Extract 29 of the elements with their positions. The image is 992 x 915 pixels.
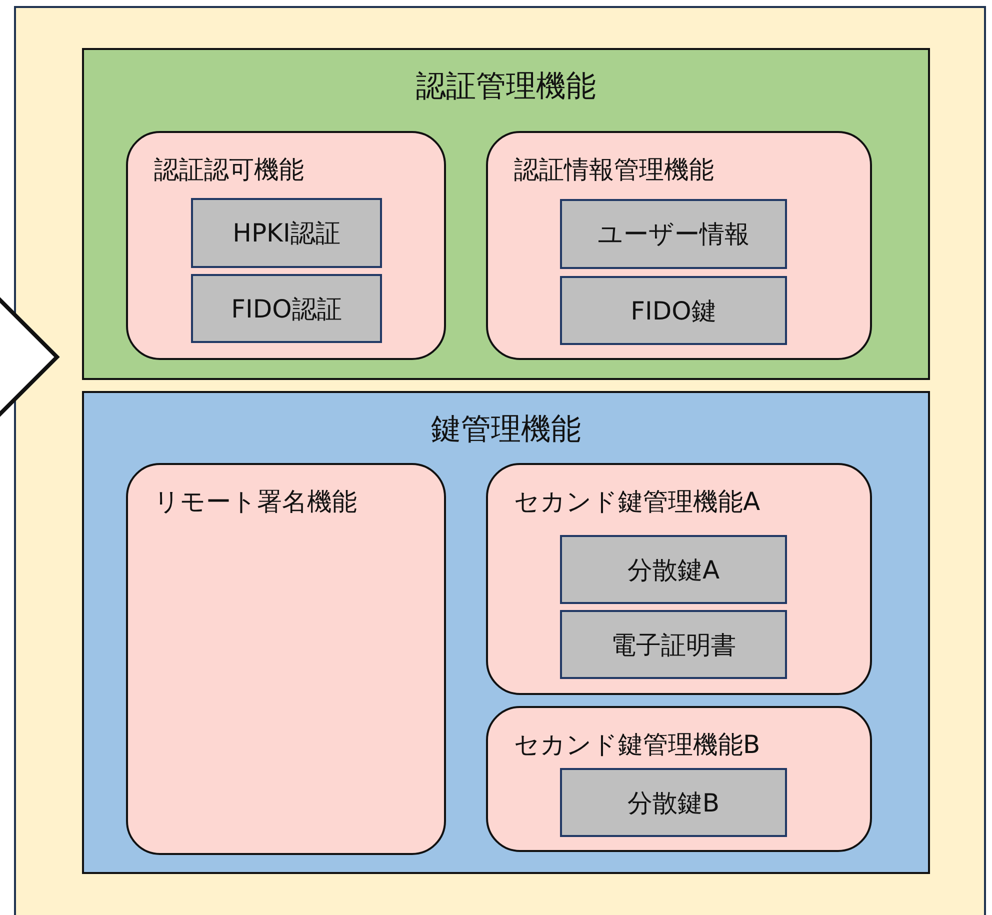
item-box — [191, 198, 382, 268]
item-label: FIDO認証 — [230, 293, 343, 325]
heading: 認証情報管理機能 — [514, 154, 714, 186]
item-box — [560, 276, 787, 345]
outer-frame — [14, 6, 986, 915]
item-box — [191, 274, 382, 343]
item-label: HPKI認証 — [232, 218, 342, 250]
heading: セカンド鍵管理機能B — [514, 729, 760, 761]
heading: セカンド鍵管理機能A — [514, 486, 760, 518]
function-box — [486, 131, 872, 360]
function-box — [486, 706, 872, 852]
function-box — [126, 463, 446, 855]
item-box — [560, 610, 787, 679]
section-panel — [82, 48, 930, 380]
function-box — [126, 131, 446, 360]
item-label: ユーザー情報 — [596, 218, 750, 250]
heading: 認証認可機能 — [154, 154, 304, 186]
item-label: FIDO鍵 — [630, 295, 718, 327]
item-box — [560, 199, 787, 269]
heading: リモート署名機能 — [154, 486, 357, 518]
function-box — [486, 463, 872, 695]
item-box — [560, 535, 787, 604]
item-label: 分散鍵A — [626, 554, 721, 586]
item-label: 電子証明書 — [610, 629, 737, 661]
item-box — [560, 768, 787, 837]
item-label: 分散鍵B — [626, 787, 721, 819]
section-panel — [82, 391, 930, 874]
heading: 認証管理機能 — [415, 68, 597, 106]
heading: 鍵管理機能 — [430, 411, 582, 449]
